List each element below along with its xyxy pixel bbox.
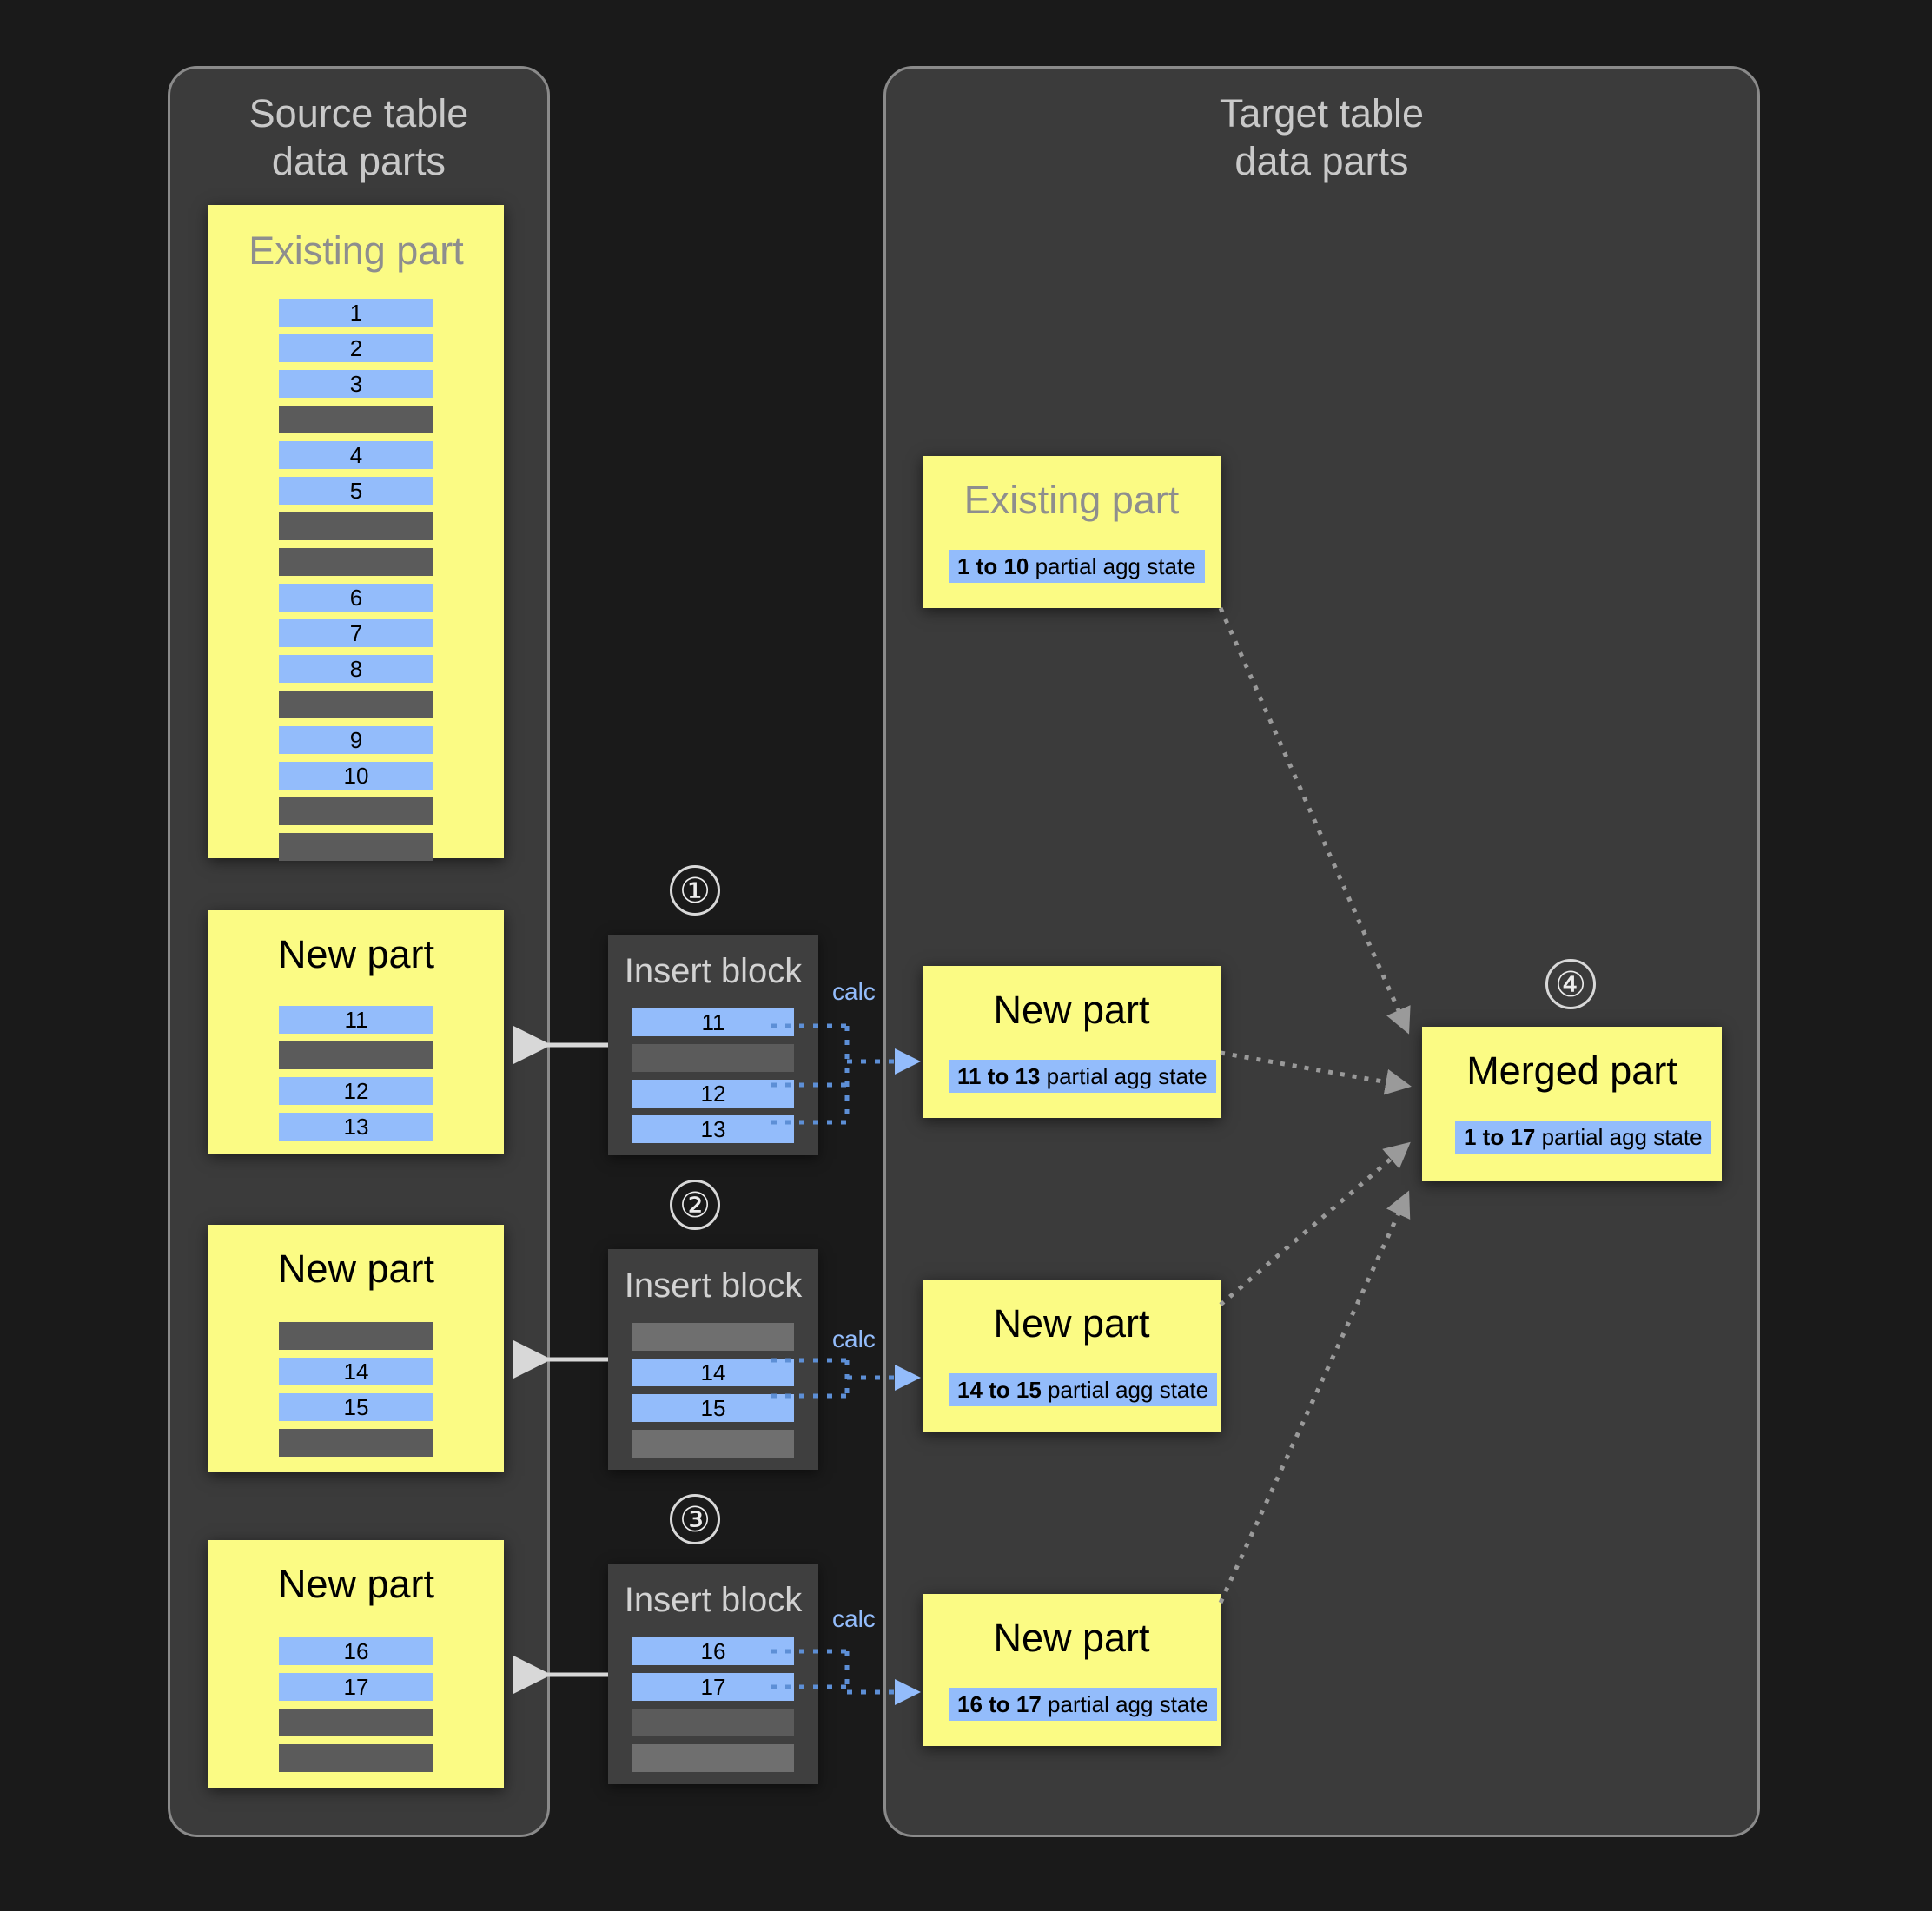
data-row-empty <box>279 1041 433 1069</box>
target-existing-part: Existing part 1 to 10 partial agg state <box>923 456 1221 608</box>
data-row-empty <box>632 1709 794 1736</box>
step-badge-1: ① <box>670 865 720 916</box>
merged-agg-suffix: partial agg state <box>1535 1124 1703 1150</box>
agg-suffix-3: partial agg state <box>1041 1691 1209 1717</box>
data-row-empty <box>279 1709 433 1736</box>
data-row: 14 <box>279 1358 433 1385</box>
merged-part-agg: 1 to 17 partial agg state <box>1455 1121 1711 1154</box>
data-row: 5 <box>279 477 433 505</box>
data-row-empty <box>279 1744 433 1772</box>
agg-suffix-2: partial agg state <box>1041 1377 1209 1403</box>
target-new-part-3: New part 16 to 17 partial agg state <box>923 1594 1221 1746</box>
data-row-empty <box>279 548 433 576</box>
target-new-part-1: New part 11 to 13 partial agg state <box>923 966 1221 1118</box>
data-row-empty <box>279 406 433 433</box>
data-row-empty <box>279 1429 433 1457</box>
agg-range-3: 16 to 17 <box>957 1691 1042 1717</box>
data-row-empty <box>632 1044 794 1072</box>
data-row-empty <box>279 691 433 718</box>
data-row: 3 <box>279 370 433 398</box>
data-row-empty <box>632 1430 794 1458</box>
calc-label-1: calc <box>832 978 876 1005</box>
insert-block-2-title: Insert block <box>624 1266 803 1305</box>
source-existing-part-rows: 1 2 3 4 5 6 7 8 9 10 <box>208 299 504 869</box>
data-row: 2 <box>279 334 433 362</box>
data-row: 11 <box>632 1008 794 1036</box>
merged-part: Merged part 1 to 17 partial agg state <box>1422 1027 1722 1181</box>
data-row-empty <box>279 797 433 825</box>
source-new-part-1-rows: 11 12 13 <box>208 1006 504 1148</box>
agg-range-0: 1 to 10 <box>957 553 1029 579</box>
data-row: 14 <box>632 1359 794 1386</box>
data-row: 6 <box>279 584 433 612</box>
insert-block-3-title: Insert block <box>624 1581 803 1619</box>
data-row: 15 <box>632 1394 794 1422</box>
target-new-part-3-title: New part <box>993 1616 1150 1660</box>
data-row: 13 <box>279 1113 433 1141</box>
data-row-empty <box>279 512 433 540</box>
target-table-panel-title: Target table data parts <box>1219 91 1425 183</box>
data-row: 15 <box>279 1393 433 1421</box>
data-row: 12 <box>632 1080 794 1108</box>
target-new-part-2-title: New part <box>993 1301 1150 1346</box>
source-existing-part: Existing part 1 2 3 4 5 6 7 8 9 10 <box>208 205 504 861</box>
target-table-panel <box>883 66 1760 1837</box>
data-row-empty <box>279 833 433 861</box>
agg-range-2: 14 to 15 <box>957 1377 1042 1403</box>
data-row: 17 <box>632 1673 794 1701</box>
source-new-part-2-title: New part <box>277 1246 435 1291</box>
source-new-part-3-title: New part <box>277 1562 435 1606</box>
calc-label-2: calc <box>832 1326 876 1352</box>
data-row: 12 <box>279 1077 433 1105</box>
calc-label-3: calc <box>832 1605 876 1632</box>
data-row: 8 <box>279 655 433 683</box>
agg-range-1: 11 to 13 <box>957 1063 1041 1089</box>
data-row-empty <box>279 1322 433 1350</box>
insert-block-1: Insert block 11 12 13 <box>608 935 818 1155</box>
data-row: 10 <box>279 762 433 790</box>
target-new-part-2: New part 14 to 15 partial agg state <box>923 1280 1221 1432</box>
target-new-part-2-agg: 14 to 15 partial agg state <box>949 1373 1218 1406</box>
target-new-part-1-agg: 11 to 13 partial agg state <box>949 1060 1216 1093</box>
data-row: 17 <box>279 1673 433 1701</box>
merged-agg-range: 1 to 17 <box>1464 1124 1536 1150</box>
data-row-empty <box>632 1744 794 1772</box>
agg-suffix-1: partial agg state <box>1040 1063 1208 1089</box>
insert-block-1-title: Insert block <box>624 952 803 990</box>
insert-block-1-rows: 11 12 13 <box>608 1008 818 1151</box>
data-row: 11 <box>279 1006 433 1034</box>
data-row: 16 <box>279 1637 433 1665</box>
step-badge-2: ② <box>670 1180 720 1230</box>
data-row-empty <box>632 1323 794 1351</box>
data-row: 16 <box>632 1637 794 1665</box>
source-existing-part-title: Existing part <box>248 228 464 273</box>
target-new-part-1-title: New part <box>993 988 1150 1032</box>
data-row: 13 <box>632 1115 794 1143</box>
data-row: 4 <box>279 441 433 469</box>
target-existing-part-agg: 1 to 10 partial agg state <box>949 550 1205 583</box>
merged-part-title: Merged part <box>1466 1048 1677 1093</box>
data-row: 1 <box>279 299 433 327</box>
data-row: 7 <box>279 619 433 647</box>
source-table-panel-title: Source table data parts <box>248 91 469 183</box>
step-badge-4: ④ <box>1545 959 1596 1009</box>
target-existing-part-title: Existing part <box>963 478 1180 522</box>
agg-suffix-0: partial agg state <box>1029 553 1196 579</box>
data-row: 9 <box>279 726 433 754</box>
source-new-part-1-title: New part <box>277 932 435 976</box>
source-new-part-1: New part 11 12 13 <box>208 910 504 1154</box>
step-badge-3: ③ <box>670 1494 720 1544</box>
target-new-part-3-agg: 16 to 17 partial agg state <box>949 1688 1218 1721</box>
